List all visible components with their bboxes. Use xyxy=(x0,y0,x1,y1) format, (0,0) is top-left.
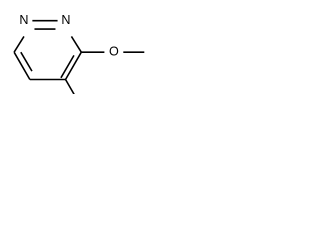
bond-c4-ch2 xyxy=(64,79,75,94)
bond-n2-c3 xyxy=(70,36,82,53)
bond-c3-c4 xyxy=(64,51,82,80)
bond-c5-c6 xyxy=(13,51,31,80)
atom-label-n2: N xyxy=(61,13,70,27)
atom-label-o-methoxy: O xyxy=(109,45,119,59)
atom-label-n1: N xyxy=(19,13,28,27)
bond-c3-c4-inner xyxy=(60,54,75,79)
bond-c6-n1 xyxy=(13,36,25,53)
bond-c5-c6-inner xyxy=(20,51,33,72)
structure-diagram: N N O OH xyxy=(13,13,145,94)
